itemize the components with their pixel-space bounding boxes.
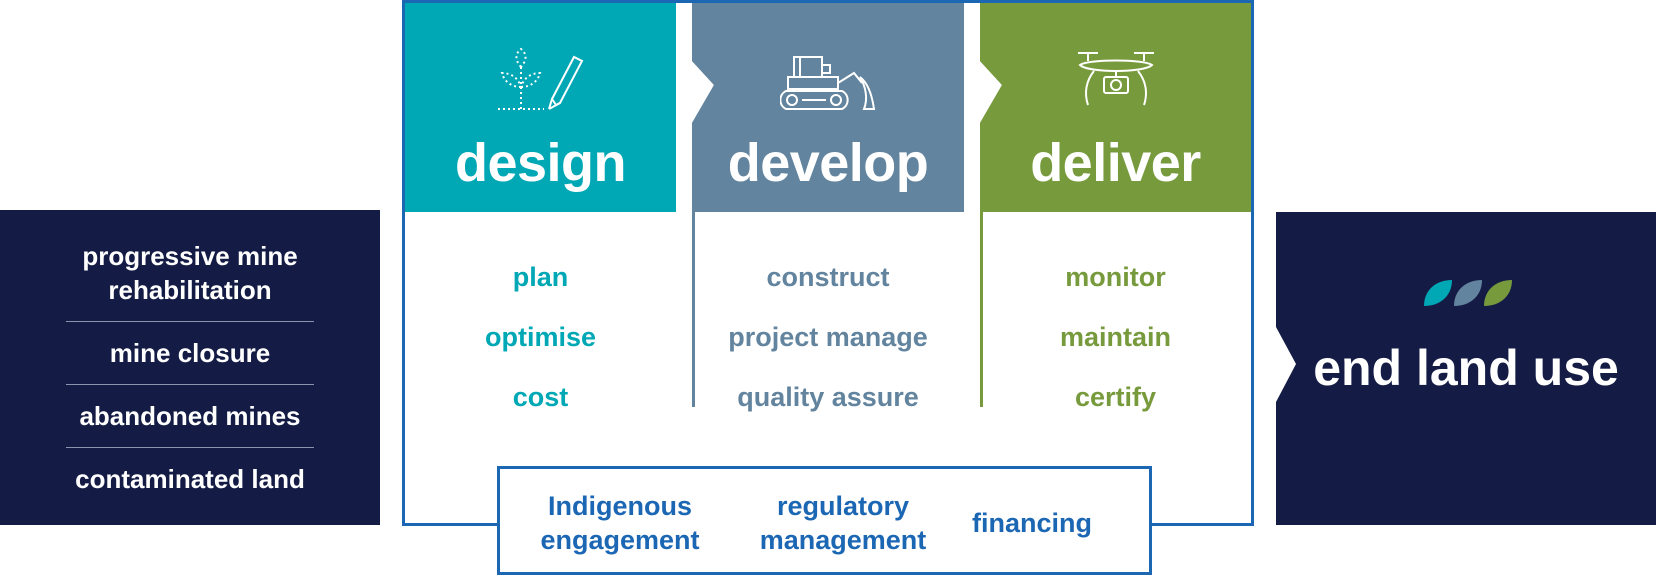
sector-item: mine closure <box>66 321 314 384</box>
develop-step: quality assure <box>737 382 919 412</box>
end-land-use-title: end land use <box>1313 340 1619 396</box>
enabler-item: regulatory management <box>759 491 927 555</box>
bulldozer-icon <box>780 56 876 110</box>
three-leaves-icon <box>1424 280 1512 306</box>
sector-item: abandoned mines <box>66 384 314 447</box>
develop-divider-line <box>692 200 695 407</box>
stage-develop-list: construct project manage quality assure <box>692 262 964 442</box>
design-step: optimise <box>484 322 597 352</box>
stage-deliver-header: deliver <box>980 3 1251 212</box>
chevron-arrow-2 <box>964 3 1004 212</box>
develop-step: project manage <box>728 322 928 352</box>
stage-develop-title: develop <box>727 133 929 193</box>
develop-step: construct <box>766 262 890 292</box>
sector-item: progressive mine rehabilitation <box>82 241 298 305</box>
sectors-panel: progressive mine rehabilitation mine clo… <box>0 210 380 525</box>
stage-deliver-list: monitor maintain certify <box>980 262 1251 442</box>
deliver-step: certify <box>1074 382 1157 412</box>
deliver-step: monitor <box>1065 262 1166 292</box>
plant-and-pencil-icon <box>497 47 583 110</box>
stage-develop-header: develop <box>692 3 964 212</box>
enabler-item: Indigenous engagement <box>540 491 700 555</box>
deliver-step: maintain <box>1059 322 1172 352</box>
drone-icon <box>1077 52 1154 106</box>
stage-design-header: design <box>405 3 676 212</box>
stage-deliver-title: deliver <box>1030 133 1201 193</box>
chevron-arrow-1 <box>676 3 716 212</box>
design-step: cost <box>512 382 569 412</box>
design-step: plan <box>512 262 569 292</box>
deliver-divider-line <box>980 200 983 407</box>
chevron-notch <box>1276 327 1296 402</box>
stage-design-list: plan optimise cost <box>405 262 676 442</box>
stage-design-title: design <box>454 133 627 193</box>
enabler-item: financing <box>972 508 1092 538</box>
sector-item: contaminated land <box>66 447 314 496</box>
end-land-use-panel: end land use <box>1276 212 1656 525</box>
enablers-box: Indigenous engagement regulatory managem… <box>497 466 1152 575</box>
